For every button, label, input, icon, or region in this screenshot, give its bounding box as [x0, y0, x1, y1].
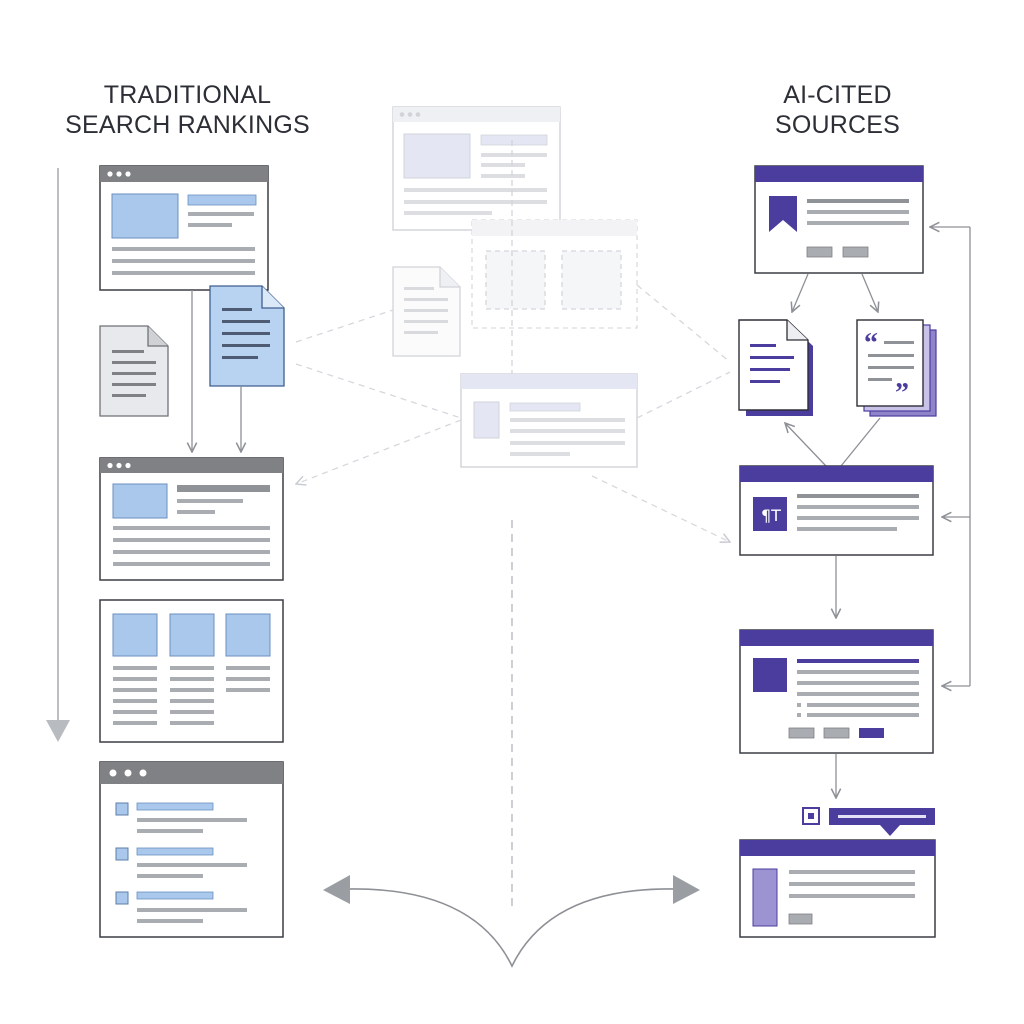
cited-source-3-window — [739, 629, 934, 754]
arrow-merge-a — [785, 423, 827, 467]
arrow-to-doc-a — [792, 273, 809, 312]
comment-bubble-icon — [802, 807, 935, 836]
arrow-to-doc-b — [861, 273, 878, 312]
double-arrow-left-head — [323, 875, 350, 904]
ranking-result-2-window — [99, 457, 284, 581]
ranking-result-3-grid-window — [99, 599, 284, 743]
svg-text:”: ” — [895, 378, 909, 409]
heading-right-line-2: SOURCES — [774, 111, 901, 139]
quote-icon: “ ” — [856, 319, 937, 417]
faded-connector-lines — [296, 284, 730, 542]
paragraph-icon: ¶T — [761, 506, 781, 525]
heading-right-line-1: AI-CITED — [783, 81, 892, 109]
cited-source-2-window: ¶T — [739, 465, 934, 556]
double-arrow-right-head — [673, 875, 700, 904]
ai-cited-sources-heading: AI-CITED SOURCES — [735, 80, 940, 140]
traditional-search-rankings-heading: TRADITIONAL SEARCH RANKINGS — [40, 80, 335, 140]
faded-center-elements — [392, 106, 638, 468]
ranking-result-1-window — [99, 165, 269, 291]
cited-document-icon — [738, 319, 813, 416]
comparison-double-arrow — [324, 888, 699, 968]
arrow-merge-b — [840, 417, 881, 467]
document-icon-gray — [99, 325, 169, 417]
ranking-direction-arrowhead — [46, 720, 70, 742]
bookmark-icon — [769, 196, 797, 232]
cited-source-1-window — [754, 165, 924, 274]
document-icon-blue — [209, 285, 285, 387]
svg-text:“: “ — [864, 328, 878, 359]
heading-left-line-1: TRADITIONAL — [103, 81, 272, 109]
cited-source-4-window — [739, 839, 936, 938]
feedback-loop-arrows — [930, 227, 971, 686]
ranking-result-4-list-window — [99, 761, 284, 938]
heading-left-line-2: SEARCH RANKINGS — [65, 111, 310, 139]
